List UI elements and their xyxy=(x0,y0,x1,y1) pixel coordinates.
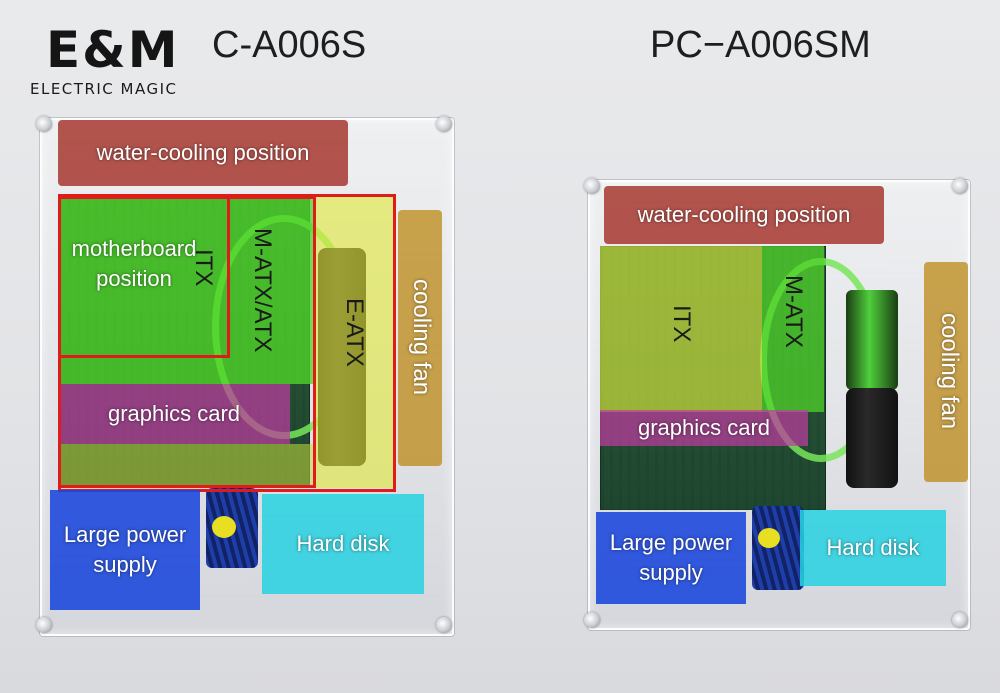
right-hard-disk-zone: Hard disk xyxy=(800,510,946,586)
right-water-cooling-label: water-cooling position xyxy=(637,202,851,228)
right-case-screw-br xyxy=(952,612,968,628)
left-hard-disk-zone: Hard disk xyxy=(262,494,424,594)
right-case-screw-tl xyxy=(584,178,600,194)
right-water-cooling-zone: water-cooling position xyxy=(604,186,884,244)
left-cooling-fan-zone xyxy=(398,210,442,466)
right-itx-zone xyxy=(600,246,762,412)
left-itx-label: ITX xyxy=(190,249,217,287)
right-matx-zone xyxy=(762,246,824,412)
right-cable-tie xyxy=(758,528,780,548)
right-pump xyxy=(846,388,898,488)
right-case-screw-bl xyxy=(584,612,600,628)
left-model-title: C-A006S xyxy=(212,24,367,66)
left-hard-disk-label: Hard disk xyxy=(296,531,390,557)
right-cable-bundle xyxy=(752,506,804,590)
left-case xyxy=(0,0,1,1)
left-water-cooling-zone: water-cooling position xyxy=(58,120,348,186)
right-hard-disk-label: Hard disk xyxy=(826,535,920,561)
left-motherboard-label: motherboard position xyxy=(71,236,197,291)
left-graphics-label: graphics card xyxy=(107,401,241,427)
brand-logo-subtitle: ELECTRIC MAGIC xyxy=(30,80,178,98)
right-itx-label: ITX xyxy=(668,305,695,343)
right-cooling-fan-label: cooling fan xyxy=(936,313,963,430)
left-cooling-fan-label: cooling fan xyxy=(408,279,435,396)
right-cooling-fan-zone xyxy=(924,262,968,482)
brand-logo: E&M xyxy=(46,22,206,78)
right-power-supply-label: Large power supply xyxy=(609,530,733,585)
left-water-cooling-label: water-cooling position xyxy=(96,140,310,166)
left-case-screw-tl xyxy=(36,116,52,132)
right-graphics-zone: graphics card xyxy=(600,410,808,446)
right-graphics-label: graphics card xyxy=(637,415,771,441)
left-case-screw-br xyxy=(436,617,452,633)
left-eatx-outline xyxy=(58,194,396,492)
brand-logo-mark: E&M xyxy=(46,21,180,79)
left-graphics-zone: graphics card xyxy=(58,384,290,444)
right-power-supply-zone: Large power supply xyxy=(596,512,746,604)
right-model-title: PC−A006SM xyxy=(650,24,871,66)
left-cable-tie xyxy=(212,516,236,538)
left-motherboard-zone xyxy=(58,196,313,384)
left-case-screw-tr xyxy=(436,116,452,132)
right-matx-label: M-ATX xyxy=(780,275,807,348)
left-matx-label: M-ATX/ATX xyxy=(249,228,276,353)
left-eatx-label: E-ATX xyxy=(341,298,368,367)
left-mobo-lower-zone xyxy=(58,444,313,488)
left-eatx-zone xyxy=(313,196,393,488)
left-power-supply-zone: Large power supply xyxy=(50,490,200,610)
left-power-supply-label: Large power supply xyxy=(63,522,187,577)
left-motherboard-position: motherboard position xyxy=(58,222,208,306)
left-case-screw-bl xyxy=(36,617,52,633)
right-case-screw-tr xyxy=(952,178,968,194)
right-reservoir-green xyxy=(846,290,898,390)
